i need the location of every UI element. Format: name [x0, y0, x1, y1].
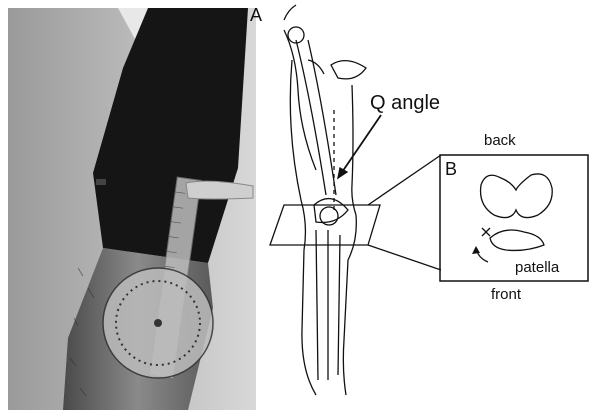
back-label: back	[484, 133, 516, 148]
front-label: front	[491, 287, 521, 302]
q-angle-label: Q angle	[370, 93, 440, 113]
panel-b-label: B	[445, 160, 457, 178]
leg-goniometer-photo	[8, 8, 256, 410]
patella-label: patella	[515, 260, 559, 275]
q-angle-diagram	[256, 0, 591, 415]
panel-a-label: A	[250, 6, 262, 24]
